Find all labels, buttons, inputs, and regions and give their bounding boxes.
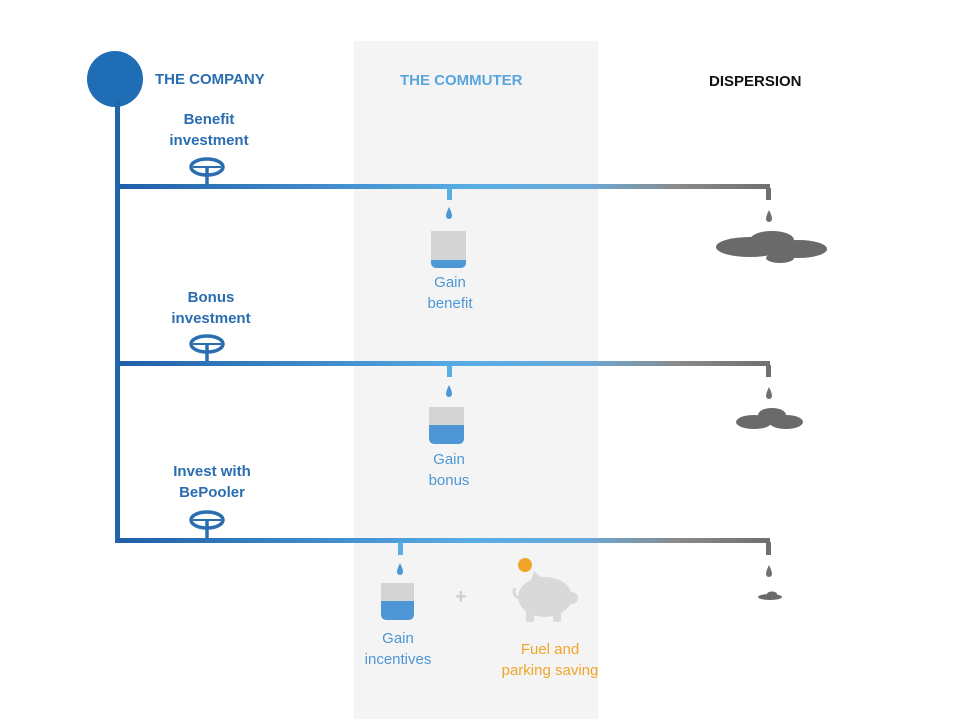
cup-icon	[429, 407, 464, 444]
commuter-tap	[447, 188, 452, 200]
gain-label-incentives: Gain incentives	[343, 628, 453, 670]
drop-icon	[766, 210, 772, 222]
investment-label-bepooler: Invest with BePooler	[147, 461, 277, 503]
commuter-tap	[447, 365, 452, 377]
header-dispersion: DISPERSION	[709, 73, 802, 90]
gain-label-line: incentives	[364, 651, 432, 668]
plus-sign: +	[455, 586, 467, 608]
piggy-bank-icon	[512, 571, 578, 622]
pipe-row-1	[118, 184, 770, 189]
gain-label-line: bonus	[428, 472, 470, 489]
drop-icon	[446, 207, 452, 219]
gain-label-bonus: Gain bonus	[394, 449, 504, 491]
valve-icon[interactable]	[189, 157, 225, 184]
puddle-icon	[736, 408, 803, 429]
investment-label-benefit: Benefit investment	[144, 109, 274, 151]
drop-icon	[766, 565, 772, 577]
saving-label-line: parking saving	[501, 662, 599, 679]
cup-icon	[381, 583, 414, 620]
gain-label-line: benefit	[427, 295, 473, 312]
drop-icon	[766, 387, 772, 399]
saving-label: Fuel and parking saving	[480, 639, 620, 681]
investment-label-line: BePooler	[179, 484, 245, 501]
company-source-icon	[87, 51, 143, 107]
pipe-row-3	[118, 538, 770, 543]
puddle-icon	[716, 231, 827, 263]
dispersion-tap	[766, 188, 771, 200]
main-vertical-pipe	[115, 100, 120, 543]
investment-label-bonus: Bonus investment	[146, 287, 276, 329]
investment-label-line: investment	[171, 310, 251, 327]
saving-label-line: Fuel and	[520, 641, 580, 658]
drop-icon	[397, 563, 403, 575]
puddle-icon	[758, 591, 782, 600]
investment-label-line: Benefit	[183, 111, 235, 128]
pipe-row-2	[118, 361, 770, 366]
investment-label-line: investment	[169, 132, 249, 149]
header-company: THE COMPANY	[155, 71, 265, 88]
coin-icon	[518, 558, 532, 572]
gain-label-line: Gain	[434, 274, 466, 291]
gain-label-line: Gain	[433, 451, 465, 468]
gain-label-benefit: Gain benefit	[395, 272, 505, 314]
header-commuter: THE COMMUTER	[400, 72, 523, 89]
dispersion-tap	[766, 542, 771, 555]
cup-icon	[431, 231, 466, 268]
investment-label-line: Bonus	[187, 289, 235, 306]
drop-icon	[446, 385, 452, 397]
valve-icon[interactable]	[189, 510, 225, 538]
dispersion-tap	[766, 365, 771, 377]
valve-icon[interactable]	[189, 334, 225, 361]
investment-label-line: Invest with	[173, 463, 251, 480]
gain-label-line: Gain	[382, 630, 414, 647]
commuter-tap	[398, 542, 403, 555]
